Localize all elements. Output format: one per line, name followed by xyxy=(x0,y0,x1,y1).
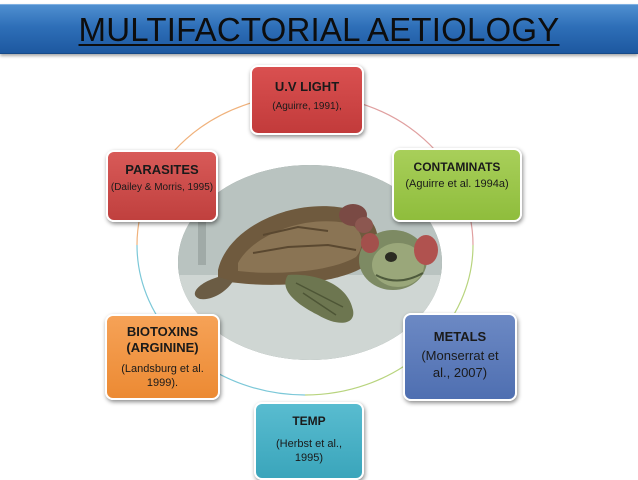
factor-contaminants-ref: (Aguirre et al. 1994a) xyxy=(405,178,509,190)
factor-temp: TEMP (Herbst et al., 1995) xyxy=(254,402,364,480)
factor-contaminants-name: CONTAMINATS xyxy=(413,160,501,174)
factor-biotoxins: BIOTOXINS (ARGININE) (Landsburg et al. 1… xyxy=(105,314,220,400)
factor-uv-light-name: U.V LIGHT xyxy=(274,79,340,94)
factor-parasites-name: PARASITES xyxy=(125,162,199,177)
factor-biotoxins-ref: (Landsburg et al. 1999). xyxy=(121,363,204,389)
factor-temp-ref: (Herbst et al., 1995) xyxy=(275,438,343,464)
factor-uv-light: U.V LIGHT (Aguirre, 1991), xyxy=(250,65,364,135)
turtle-illustration xyxy=(178,165,442,360)
factor-metals-ref: (Monserrat et al., 2007) xyxy=(421,348,499,380)
factor-metals: METALS (Monserrat et al., 2007) xyxy=(403,313,517,401)
factor-parasites-ref: (Dailey & Morris, 1995) xyxy=(110,182,214,193)
factor-parasites: PARASITES (Dailey & Morris, 1995) xyxy=(106,150,218,222)
factor-uv-light-ref: (Aguirre, 1991), xyxy=(272,101,342,112)
title-bar: MULTIFACTORIAL AETIOLOGY xyxy=(0,4,638,54)
factor-contaminants: CONTAMINATS (Aguirre et al. 1994a) xyxy=(392,148,522,222)
slide-title: MULTIFACTORIAL AETIOLOGY xyxy=(78,11,560,48)
factor-metals-name: METALS xyxy=(433,329,487,344)
factor-temp-name: TEMP xyxy=(292,414,326,428)
factor-biotoxins-name: BIOTOXINS (ARGININE) xyxy=(126,324,199,355)
